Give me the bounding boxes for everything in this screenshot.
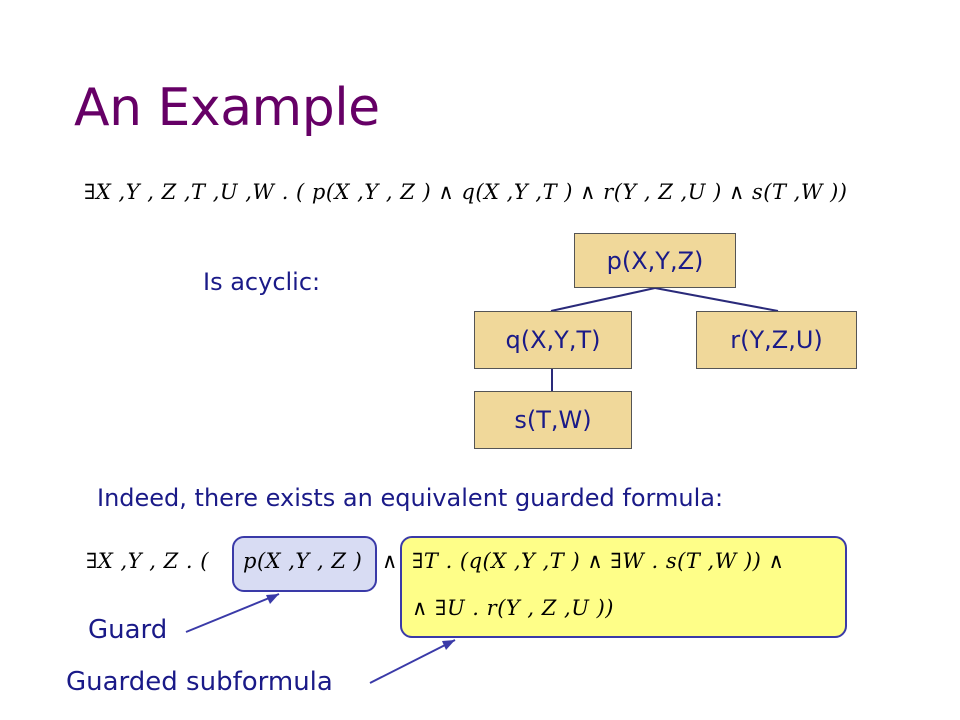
guard-conjunction: ∧ [382, 549, 398, 573]
tree-node-r: r(Y,Z,U) [696, 311, 857, 369]
guard-label: Guard [88, 615, 168, 645]
guard-formula: p(X ,Y , Z ) [243, 549, 363, 573]
tree-node-p: p(X,Y,Z) [574, 233, 736, 288]
guard-box [232, 536, 377, 592]
guarded-subformula-box [400, 536, 847, 638]
slide-title: An Example [74, 78, 380, 138]
tree-node-q: q(X,Y,T) [474, 311, 632, 369]
guarded-subformula-label: Guarded subformula [66, 667, 333, 697]
main-formula: ∃X ,Y , Z ,T ,U ,W . ( p(X ,Y , Z ) ∧ q(… [84, 180, 848, 204]
acyclic-label: Is acyclic: [203, 268, 321, 296]
tree-node-s: s(T,W) [474, 391, 632, 449]
guarded-prefix: ∃X ,Y , Z . ( [86, 549, 209, 573]
subformula-line-2: ∧ ∃U . r(Y , Z ,U )) [412, 596, 614, 620]
indeed-text: Indeed, there exists an equivalent guard… [97, 484, 724, 512]
subformula-line-1: ∃T . (q(X ,Y ,T ) ∧ ∃W . s(T ,W )) ∧ [412, 549, 785, 573]
